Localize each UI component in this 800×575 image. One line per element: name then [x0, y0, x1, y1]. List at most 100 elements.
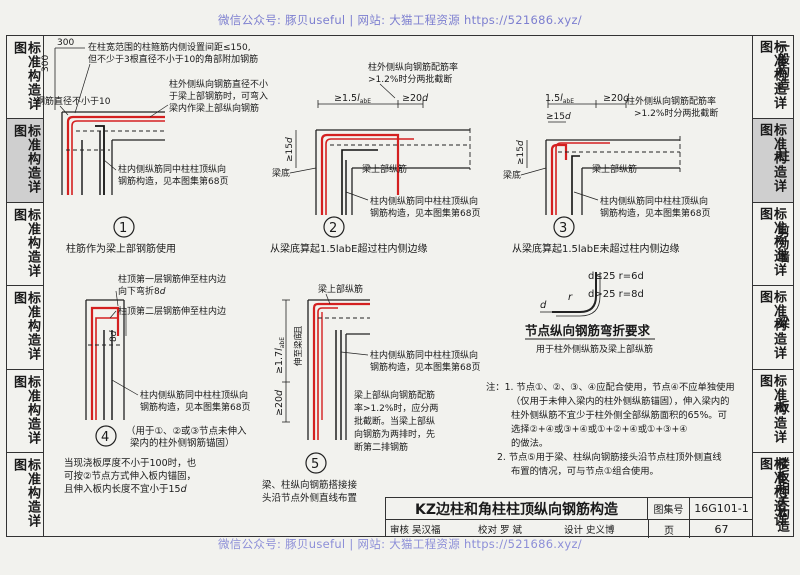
svg-text:且: 且 — [294, 325, 304, 334]
svg-text:d: d — [540, 300, 547, 311]
svg-text:梁底: 梁底 — [503, 169, 521, 181]
left-nav-item-3[interactable]: 标准构造详图 — [7, 203, 43, 286]
svg-text:柱外侧纵向钢筋配筋率: 柱外侧纵向钢筋配筋率 — [368, 61, 458, 73]
svg-text:1: 1 — [119, 221, 127, 236]
svg-text:≥20d: ≥20d — [402, 93, 429, 104]
svg-text:钢筋构造，见本图集第68页: 钢筋构造，见本图集第68页 — [140, 401, 250, 413]
svg-text:节点纵向钢筋弯折要求: 节点纵向钢筋弯折要求 — [525, 323, 651, 338]
svg-text:伸至梁底: 伸至梁底 — [293, 331, 304, 366]
page-number: 67 — [714, 522, 729, 536]
svg-text:梁上部纵筋: 梁上部纵筋 — [362, 163, 407, 175]
svg-text:从梁底算起1.5labE未超过柱内侧边缘: 从梁底算起1.5labE未超过柱内侧边缘 — [512, 242, 679, 255]
svg-text:向下弯折8d: 向下弯折8d — [118, 285, 166, 297]
svg-text:从梁底算起1.5labE超过柱内侧边缘: 从梁底算起1.5labE超过柱内侧边缘 — [270, 242, 427, 255]
left-nav-item-2[interactable]: 标准构造详图 — [7, 119, 43, 203]
right-nav-slab[interactable]: 标准构造详图板 — [753, 370, 793, 453]
svg-text:可按②节点方式伸入板内锚固，: 可按②节点方式伸入板内锚固， — [64, 470, 196, 482]
notes-block: 注：1. 节点①、②、③、④应配合使用，节点④不应单独使用 （仅用于未伸入梁内的… — [486, 381, 735, 477]
detail-4: 柱顶第一层钢筋伸至柱内边 向下弯折8d 柱顶第二层钢筋伸至柱内边 8d 柱内侧纵… — [64, 273, 250, 495]
right-nav-column[interactable]: 标准构造详图柱 — [753, 119, 793, 203]
svg-text:≥1.5labE: ≥1.5labE — [334, 93, 371, 105]
right-navigation: 标准构造详图一般构造 标准构造详图柱 标准构造详图剪力墙 标准构造详图梁 标准构… — [752, 35, 794, 537]
svg-text:钢筋构造，见本图集第68页: 钢筋构造，见本图集第68页 — [600, 207, 710, 219]
watermark-top: 微信公众号: 豚贝useful | 网站: 大猫工程资源 https://521… — [218, 13, 582, 27]
svg-text:（用于①、②或③节点未伸入: （用于①、②或③节点未伸入 — [126, 425, 247, 437]
right-nav-beam[interactable]: 标准构造详图梁 — [753, 286, 793, 370]
bend-requirement: d r d≤25 r=6d d>25 r=8d 节点纵向钢筋弯折要求 用于柱外侧… — [525, 271, 655, 355]
right-nav-general[interactable]: 标准构造详图一般构造 — [753, 36, 793, 119]
svg-text:≥15d: ≥15d — [285, 137, 295, 162]
svg-text:当现浇板厚度不小于100时，也: 当现浇板厚度不小于100时，也 — [64, 457, 197, 469]
svg-text:>1.2%时分两批截断: >1.2%时分两批截断 — [634, 107, 718, 119]
svg-text:柱外侧纵筋不宜少于柱外侧全部纵筋面积的65%。可: 柱外侧纵筋不宜少于柱外侧全部纵筋面积的65%。可 — [511, 409, 727, 421]
svg-text:5: 5 — [311, 457, 319, 472]
svg-text:≥20d: ≥20d — [274, 389, 285, 416]
left-nav-item-1[interactable]: 标准构造详图 — [7, 36, 43, 119]
atlas-number: 16G101-1 — [690, 498, 753, 520]
svg-text:300: 300 — [57, 38, 74, 48]
svg-text:d≤25 r=6d: d≤25 r=6d — [588, 271, 644, 282]
svg-text:4: 4 — [101, 430, 109, 445]
svg-text:钢筋构造，见本图集第68页: 钢筋构造，见本图集第68页 — [118, 175, 228, 187]
svg-text:钢筋构造，见本图集第68页: 钢筋构造，见本图集第68页 — [370, 207, 480, 219]
svg-text:钢筋直径不小于10: 钢筋直径不小于10 — [36, 95, 111, 107]
page-label: 页 — [648, 520, 690, 538]
detail-3: 1.5labE ≥20d 柱外侧纵向钢筋配筋率 >1.2%时分两批截断 ≥15d… — [503, 93, 718, 255]
svg-text:d>25 r=8d: d>25 r=8d — [588, 289, 644, 300]
svg-text:r: r — [568, 292, 573, 303]
svg-text:≥15d: ≥15d — [516, 140, 526, 165]
review-signature: 审核 吴汉福 — [390, 525, 441, 536]
svg-text:柱内侧纵筋同中柱柱顶纵向: 柱内侧纵筋同中柱柱顶纵向 — [600, 195, 708, 207]
svg-text:梁内作梁上部纵向钢筋: 梁内作梁上部纵向钢筋 — [169, 102, 259, 114]
left-nav-item-4[interactable]: 标准构造详图 — [7, 286, 43, 370]
svg-text:钢筋构造，见本图集第68页: 钢筋构造，见本图集第68页 — [370, 361, 480, 373]
svg-text:柱筋作为梁上部钢筋使用: 柱筋作为梁上部钢筋使用 — [66, 242, 176, 255]
drawing-frame — [44, 35, 752, 537]
svg-text:的做法。: 的做法。 — [511, 437, 548, 449]
svg-text:于梁上部钢筋时，可弯入: 于梁上部钢筋时，可弯入 — [169, 90, 268, 102]
svg-text:柱外侧纵向钢筋配筋率: 柱外侧纵向钢筋配筋率 — [626, 95, 716, 107]
title-block: KZ边柱和角柱柱顶纵向钢筋构造 图集号 16G101-1 审核 吴汉福 校对 罗… — [385, 497, 753, 538]
svg-text:头沿节点外侧直线布置: 头沿节点外侧直线布置 — [262, 492, 357, 504]
svg-text:率>1.2%时，应分两: 率>1.2%时，应分两 — [354, 402, 438, 414]
svg-text:梁上部纵筋: 梁上部纵筋 — [592, 163, 637, 175]
svg-text:柱内侧纵筋同中柱柱顶纵向: 柱内侧纵筋同中柱柱顶纵向 — [370, 195, 478, 207]
svg-text:梁、柱纵向钢筋搭接接: 梁、柱纵向钢筋搭接接 — [262, 479, 358, 491]
svg-text:≥20d: ≥20d — [603, 93, 630, 104]
svg-text:≥1.7labE: ≥1.7labE — [274, 337, 286, 374]
svg-text:用于柱外侧纵筋及梁上部纵筋: 用于柱外侧纵筋及梁上部纵筋 — [536, 343, 653, 355]
svg-text:≥15d: ≥15d — [546, 112, 571, 122]
svg-text:柱顶第二层钢筋伸至柱内边: 柱顶第二层钢筋伸至柱内边 — [118, 305, 226, 317]
svg-text:选择②+④或③+④或①+②+④或①+③+④: 选择②+④或③+④或①+②+④或①+③+④ — [511, 423, 688, 435]
svg-text:柱内侧纵筋同中柱柱顶纵向: 柱内侧纵筋同中柱柱顶纵向 — [370, 349, 478, 361]
svg-text:断第二排钢筋: 断第二排钢筋 — [354, 441, 408, 453]
svg-text:柱内侧纵筋同中柱柱顶纵向: 柱内侧纵筋同中柱柱顶纵向 — [140, 389, 248, 401]
svg-text:>1.2%时分两批截断: >1.2%时分两批截断 — [368, 73, 452, 85]
svg-text:柱外侧纵向钢筋直径不小: 柱外侧纵向钢筋直径不小 — [169, 78, 268, 90]
svg-text:梁上部纵向钢筋配筋: 梁上部纵向钢筋配筋 — [354, 389, 435, 401]
svg-text:向钢筋为两排时，先: 向钢筋为两排时，先 — [354, 428, 435, 440]
svg-text:梁底: 梁底 — [272, 167, 290, 179]
left-nav-item-6[interactable]: 标准构造详图 — [11, 458, 40, 528]
watermark-bottom: 微信公众号: 豚贝useful | 网站: 大猫工程资源 https://521… — [218, 537, 582, 551]
svg-text:但不少于3根直径不小于10的角部附加钢筋: 但不少于3根直径不小于10的角部附加钢筋 — [88, 53, 258, 65]
svg-text:梁内的柱外侧钢筋锚固）: 梁内的柱外侧钢筋锚固） — [130, 437, 235, 449]
right-nav-shear-wall[interactable]: 标准构造详图剪力墙 — [753, 203, 793, 286]
left-nav-item-5[interactable]: 标准构造详图 — [7, 370, 43, 453]
check-signature: 校对 罗 斌 — [478, 525, 523, 536]
signature-row: 审核 吴汉福 校对 罗 斌 设计 史义博 — [386, 520, 753, 538]
svg-text:2: 2 — [329, 221, 337, 236]
svg-text:（仅用于未伸入梁内的柱外侧纵筋锚固），伸入梁内的: （仅用于未伸入梁内的柱外侧纵筋锚固），伸入梁内的 — [511, 395, 729, 407]
svg-text:300: 300 — [41, 55, 51, 72]
svg-text:布置的情况，可与节点①组合使用。: 布置的情况，可与节点①组合使用。 — [511, 465, 659, 477]
svg-text:1.5labE: 1.5labE — [545, 93, 574, 105]
detail-1: 300 300 在柱宽范围的柱箍筋内侧设置间距≤150, 但不少于3根直径不小于… — [36, 38, 268, 255]
svg-text:注：1. 节点①、②、③、④应配合使用，节点④不应单独使用: 注：1. 节点①、②、③、④应配合使用，节点④不应单独使用 — [486, 381, 735, 393]
svg-text:2. 节点⑤用于梁、柱纵向钢筋接头沿节点柱顶外侧直线: 2. 节点⑤用于梁、柱纵向钢筋接头沿节点柱顶外侧直线 — [497, 451, 722, 463]
right-nav-slab-related[interactable]: 标准构造详图楼板相关构造 — [757, 457, 790, 532]
svg-text:批截断。当梁上部纵: 批截断。当梁上部纵 — [354, 415, 435, 427]
atlas-label: 图集号 — [648, 498, 690, 520]
drawing-title: KZ边柱和角柱柱顶纵向钢筋构造 — [386, 498, 648, 520]
detail-5: 梁上部纵筋 ≥1.7labE 伸至梁底 且 ≥20d 柱内侧纵筋同中柱柱顶纵向 … — [262, 283, 480, 504]
